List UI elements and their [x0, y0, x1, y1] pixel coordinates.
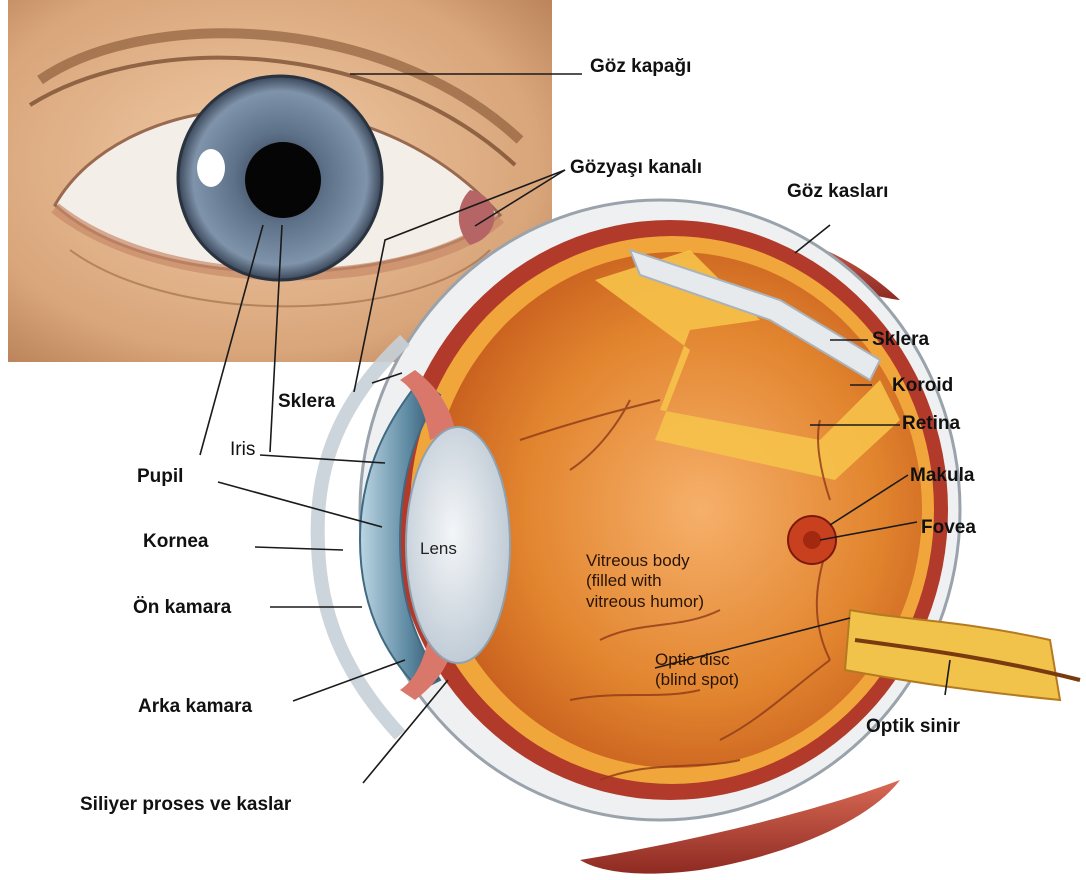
label-vitreous-line-3: vitreous humor): [586, 592, 704, 612]
label-optik-sinir: Optik sinir: [866, 717, 960, 736]
label-vitreous-line-2: (filled with: [586, 571, 704, 591]
label-makula: Makula: [910, 466, 974, 485]
label-sklera-right: Sklera: [872, 330, 929, 349]
label-optic-disc: Optic disc (blind spot): [655, 650, 739, 691]
label-optic-disc-line-1: Optic disc: [655, 650, 739, 670]
label-on-kamara: Ön kamara: [133, 598, 231, 617]
label-koroid: Koroid: [892, 376, 953, 395]
label-vitreous-body: Vitreous body (filled with vitreous humo…: [586, 551, 704, 612]
label-arka-kamara: Arka kamara: [138, 697, 252, 716]
label-lens: Lens: [420, 540, 457, 557]
label-goz-kapagi: Göz kapağı: [590, 57, 691, 76]
label-goz-kaslari: Göz kasları: [787, 182, 888, 201]
label-iris: Iris: [230, 440, 255, 459]
label-siliyer: Siliyer proses ve kaslar: [80, 795, 291, 814]
label-sklera-left: Sklera: [278, 392, 335, 411]
label-kornea: Kornea: [143, 532, 208, 551]
label-retina: Retina: [902, 414, 960, 433]
label-vitreous-line-1: Vitreous body: [586, 551, 704, 571]
label-pupil: Pupil: [137, 467, 183, 486]
label-gozyasi-kanali: Gözyaşı kanalı: [570, 158, 702, 177]
label-optic-disc-line-2: (blind spot): [655, 670, 739, 690]
label-fovea: Fovea: [921, 518, 976, 537]
